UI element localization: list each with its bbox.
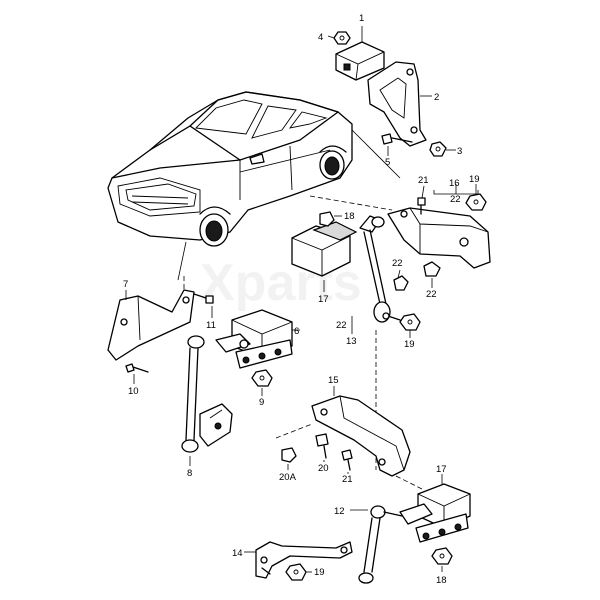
part-8-coupling-rod bbox=[181, 335, 233, 453]
callout-22-center: 22 bbox=[336, 320, 347, 331]
part-2-bracket bbox=[367, 61, 427, 147]
part-4-nut bbox=[333, 31, 351, 45]
part-14-screw bbox=[261, 567, 271, 575]
part-9-nut bbox=[251, 369, 273, 387]
callout-1: 1 bbox=[359, 13, 364, 24]
callout-11: 11 bbox=[206, 320, 216, 331]
part-20A-nut bbox=[281, 447, 297, 463]
callout-9: 9 bbox=[259, 397, 264, 408]
callout-14: 14 bbox=[232, 548, 243, 559]
callout-21-upper: 21 bbox=[418, 175, 429, 186]
callout-17-lower: 17 bbox=[436, 464, 447, 475]
part-14-bracket bbox=[255, 541, 353, 579]
callout-4: 4 bbox=[318, 32, 323, 43]
part-19-nut-lower bbox=[285, 563, 307, 581]
part-12-coupling-rod bbox=[358, 505, 403, 584]
leader-22-left bbox=[397, 269, 401, 279]
leader-4 bbox=[327, 35, 335, 39]
part-21-bolt-lower bbox=[341, 449, 353, 471]
guide-15-lower bbox=[395, 475, 425, 491]
part-1-control-unit bbox=[335, 41, 385, 81]
callout-5: 5 bbox=[385, 157, 390, 168]
part-16-bracket bbox=[387, 207, 491, 269]
callout-13: 13 bbox=[346, 336, 357, 347]
callout-19-lower: 19 bbox=[314, 567, 325, 578]
callout-21-lower: 21 bbox=[342, 474, 353, 485]
part-22-nut-a bbox=[423, 261, 441, 277]
callout-16: 16 bbox=[449, 178, 460, 189]
leader-car-front bbox=[177, 241, 187, 281]
guide-15 bbox=[275, 423, 313, 439]
leader-car-rear bbox=[351, 129, 401, 179]
part-17-level-sender-upper bbox=[291, 221, 358, 277]
callout-15: 15 bbox=[328, 375, 339, 386]
callout-18-lower: 18 bbox=[436, 575, 447, 586]
callout-8: 8 bbox=[187, 468, 192, 479]
car-illustration bbox=[107, 91, 353, 247]
callout-22-top: 22 bbox=[450, 194, 461, 205]
callout-10: 10 bbox=[128, 386, 139, 397]
part-12-bolt-small bbox=[382, 312, 401, 321]
callout-3: 3 bbox=[457, 146, 462, 157]
part-11-bolt bbox=[193, 293, 214, 304]
callout-20: 20 bbox=[318, 463, 329, 474]
callout-2: 2 bbox=[434, 92, 439, 103]
part-21-bolt-upper bbox=[417, 197, 426, 215]
callout-22-right: 22 bbox=[426, 289, 437, 300]
guide-upper bbox=[309, 195, 393, 211]
leader-21-upper bbox=[421, 185, 425, 199]
part-20-bolt bbox=[315, 433, 329, 459]
part-6-level-sender bbox=[215, 309, 293, 369]
part-5-bolt bbox=[381, 133, 413, 145]
part-3-nut bbox=[429, 141, 447, 157]
callout-12: 12 bbox=[334, 506, 345, 517]
part-19-nut-upper bbox=[465, 193, 487, 211]
callout-17-upper: 17 bbox=[318, 294, 329, 305]
callout-19-middle: 19 bbox=[404, 339, 415, 350]
part-22-nut-b bbox=[393, 275, 409, 291]
part-18-nut-lower bbox=[431, 547, 453, 565]
callout-22-left: 22 bbox=[392, 258, 403, 269]
part-19-nut-middle bbox=[399, 313, 421, 331]
part-7-bracket bbox=[107, 289, 195, 361]
part-15-bracket bbox=[311, 395, 411, 477]
callout-20A: 20A bbox=[279, 472, 297, 483]
part-18-nut-upper bbox=[319, 211, 335, 227]
part-17-level-sender-lower bbox=[399, 483, 471, 543]
callout-18-upper: 18 bbox=[344, 211, 355, 222]
callout-6: 6 bbox=[294, 326, 299, 337]
callout-19-upper: 19 bbox=[469, 174, 480, 185]
part-10-rivet bbox=[125, 363, 149, 373]
callout-7: 7 bbox=[123, 279, 128, 290]
callout-labels: 1 2 3 4 5 6 7 8 9 10 11 12 13 14 15 16 1… bbox=[123, 13, 480, 586]
part-13-coupling-rod bbox=[359, 215, 391, 323]
